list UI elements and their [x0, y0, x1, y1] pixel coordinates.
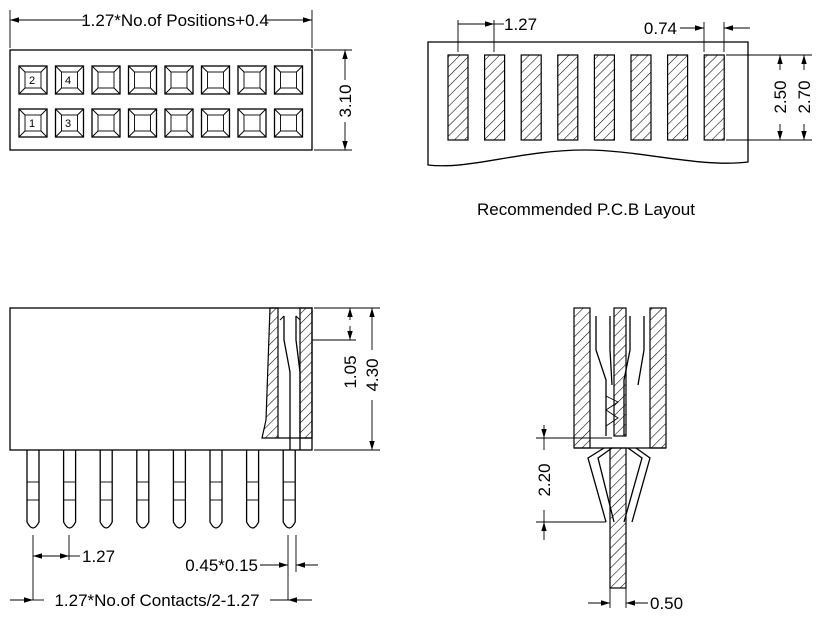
end-leg-right: [623, 447, 651, 523]
socket-cell: [200, 108, 231, 138]
end-view: 2.20 0.50: [535, 307, 683, 613]
side-view: 1.05 4.30 1.27 0.45*0.15 1.27*No.of Cont…: [9, 307, 382, 610]
side-section-wall-left: [261, 307, 279, 439]
top-width-dim: 1.27*No.of Positions+0.4: [81, 11, 269, 30]
socket-cell: [18, 65, 48, 95]
pin-label-4: 4: [65, 75, 71, 87]
pcb-pad: [666, 54, 689, 141]
side-pin: [209, 450, 223, 529]
socket-grid: [18, 65, 304, 138]
pcb-pad: [557, 54, 579, 141]
socket-cell: [54, 65, 85, 95]
top-height-dim: 3.10: [336, 84, 355, 117]
side-pin: [26, 450, 40, 529]
side-contact: [283, 316, 301, 450]
socket-cell: [127, 108, 158, 138]
socket-cell: [237, 108, 267, 138]
pcb-pad: [447, 54, 469, 141]
side-pin: [62, 450, 77, 529]
connector-body-top: [9, 49, 313, 151]
side-section-wall-right: [299, 307, 313, 439]
side-pin: [172, 450, 187, 529]
pcb-pad: [484, 54, 506, 141]
socket-cell: [91, 108, 121, 138]
socket-cell: [91, 65, 121, 95]
pcb-pad: [593, 54, 616, 141]
socket-cell: [164, 108, 194, 138]
end-contact-left: [595, 316, 613, 436]
end-contact-right: [623, 316, 645, 436]
pin-label-3: 3: [65, 118, 71, 130]
top-view: 1.27*No.of Positions+0.4 2 4 1 3 3.10: [9, 10, 355, 151]
socket-cell: [237, 65, 267, 95]
end-wall-right: [649, 307, 667, 449]
end-tail-dim: 2.20: [535, 463, 554, 496]
pcb-pad-width-dim: 0.74: [644, 19, 677, 38]
socket-cell: [54, 108, 85, 138]
side-pin: [245, 450, 260, 529]
pcb-board-outline: [427, 41, 749, 167]
side-span-dim: 1.27*No.of Contacts/2-1.27: [54, 591, 259, 610]
end-leg-left: [587, 447, 615, 523]
end-tail-pin: [609, 447, 627, 589]
side-pin: [282, 450, 296, 529]
end-wall-left: [573, 307, 591, 449]
pcb-pad: [630, 54, 652, 141]
side-height-dim: 4.30: [363, 358, 382, 391]
side-pin-dim: 0.45*0.15: [185, 556, 258, 575]
socket-cell: [18, 108, 48, 138]
socket-cell: [164, 65, 194, 95]
socket-cell: [273, 108, 304, 138]
side-contact-depth-dim: 1.05: [341, 355, 360, 388]
end-pin-width-dim: 0.50: [650, 594, 683, 613]
socket-cell: [200, 65, 231, 95]
side-pins: [26, 450, 296, 529]
pcb-pad: [520, 54, 542, 141]
side-pitch-dim: 1.27: [82, 547, 115, 566]
pcb-outer-length-dim: 2.70: [795, 80, 814, 113]
socket-cell: [127, 65, 158, 95]
pcb-layout-caption: Recommended P.C.B Layout: [477, 200, 695, 219]
pin-label-2: 2: [29, 75, 35, 87]
side-pin: [136, 450, 150, 529]
pcb-layout-view: 1.27 0.74 2.50 2.70 Recommended P.C.B La…: [427, 15, 814, 219]
pcb-pitch-dim: 1.27: [504, 15, 537, 34]
side-pin: [99, 450, 113, 529]
pin-label-1: 1: [29, 118, 35, 130]
pcb-pad-length-dim: 2.50: [771, 80, 790, 113]
pcb-pad: [703, 54, 725, 141]
socket-cell: [273, 65, 304, 95]
pcb-pads: [447, 54, 725, 141]
